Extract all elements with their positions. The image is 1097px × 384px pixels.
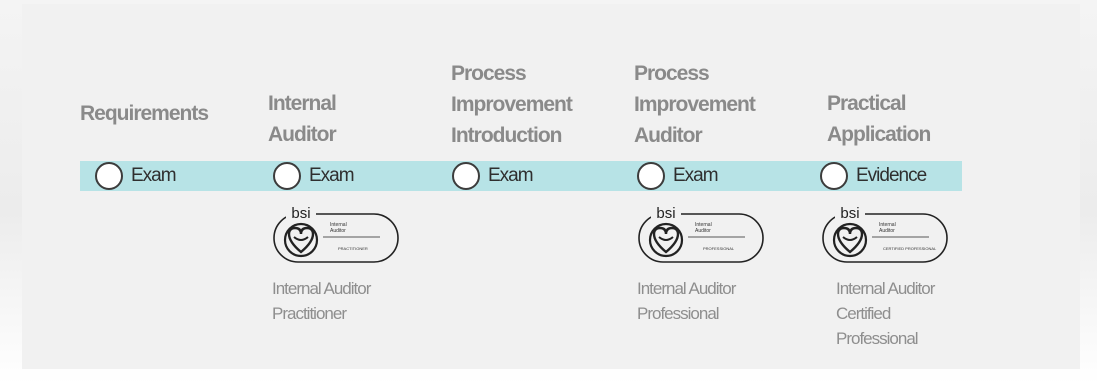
step-circle-icon xyxy=(95,162,123,190)
step-circle-icon xyxy=(820,162,848,190)
bsi-professional-badge-icon: bsi Internal Auditor PROFESSIONAL xyxy=(638,206,764,263)
step-label: Exam xyxy=(488,165,534,186)
cert-name-certified-professional: Internal Auditor Certified Professional xyxy=(836,279,935,348)
bsi-certified-professional-badge-icon: bsi Internal Auditor CERTIFIED PROFESSIO… xyxy=(822,206,948,263)
step-process-improvement-auditor: Exam xyxy=(637,160,719,192)
step-internal-auditor: Exam xyxy=(273,160,355,192)
cert-name-practitioner: Internal Auditor Practitioner xyxy=(272,279,371,323)
svg-text:Auditor: Auditor xyxy=(695,228,711,234)
svg-text:CERTIFIED PROFESSIONAL: CERTIFIED PROFESSIONAL xyxy=(883,246,937,251)
step-label: Exam xyxy=(673,165,719,186)
step-process-improvement-introduction: Exam xyxy=(452,160,534,192)
step-label: Exam xyxy=(309,165,355,186)
cert-name-professional: Internal Auditor Professional xyxy=(637,279,736,323)
stage-title-internal-auditor: Internal Auditor xyxy=(268,92,337,146)
svg-text:Internal: Internal xyxy=(330,222,347,228)
step-requirements: Exam xyxy=(95,160,177,192)
step-circle-icon xyxy=(452,162,480,190)
svg-text:Internal: Internal xyxy=(695,222,712,228)
stage-title-process-improvement-auditor: Process Improvement Auditor xyxy=(634,62,756,147)
svg-text:bsi: bsi xyxy=(840,206,859,222)
bsi-practitioner-badge-icon: bsi Internal Auditor PRACTITIONER xyxy=(273,206,399,263)
timeline-band xyxy=(80,161,962,191)
svg-text:bsi: bsi xyxy=(656,206,675,222)
stage-title-process-improvement-introduction: Process Improvement Introduction xyxy=(451,62,573,147)
svg-text:Auditor: Auditor xyxy=(879,228,895,234)
stage-title-practical-application: Practical Application xyxy=(827,92,931,146)
step-label: Evidence xyxy=(856,165,927,186)
step-circle-icon xyxy=(273,162,301,190)
step-practical-application: Evidence xyxy=(820,160,927,192)
svg-text:Internal: Internal xyxy=(879,222,896,228)
svg-text:bsi: bsi xyxy=(291,206,310,222)
svg-text:PROFESSIONAL: PROFESSIONAL xyxy=(703,246,735,251)
step-label: Exam xyxy=(131,165,177,186)
step-circle-icon xyxy=(637,162,665,190)
svg-text:PRACTITIONER: PRACTITIONER xyxy=(338,246,368,251)
stage-title-requirements: Requirements xyxy=(80,102,209,125)
svg-text:Auditor: Auditor xyxy=(330,228,346,234)
